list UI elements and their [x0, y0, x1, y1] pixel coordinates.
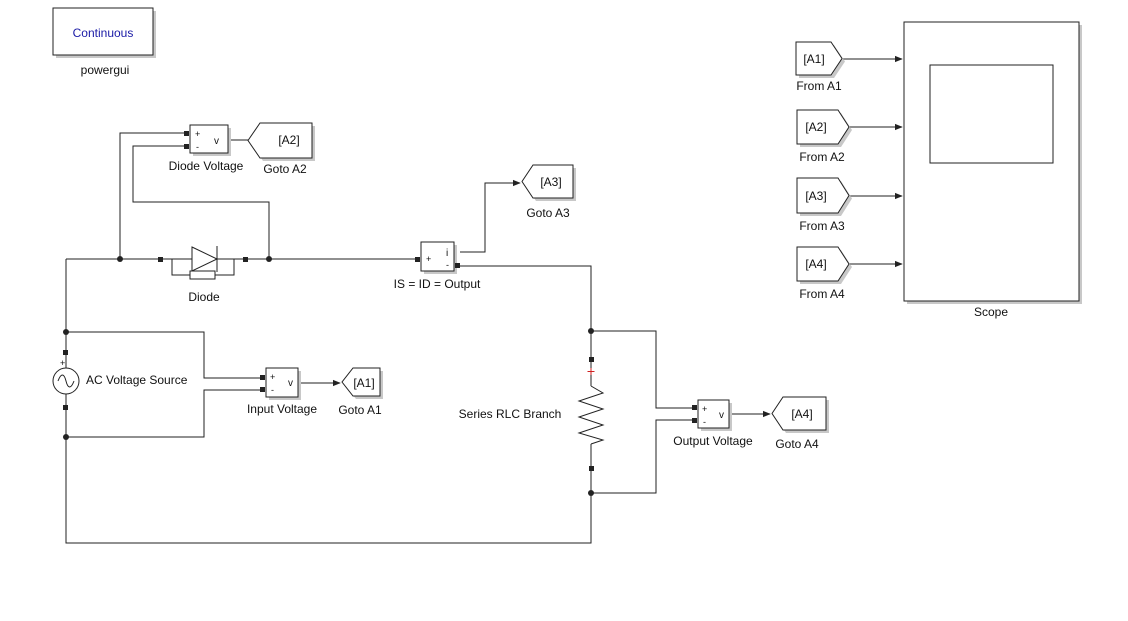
scope-screen-icon: [929, 64, 1054, 164]
rlc-polarity-marker-icon: [587, 368, 595, 375]
signal-current[interactable]: [460, 179, 521, 253]
from-a3-block[interactable]: [A3] From A3: [796, 177, 852, 233]
diode-port-anode[interactable]: [158, 257, 163, 262]
svg-text:[A2]: [A2]: [805, 120, 826, 134]
wire-input-voltage-plus[interactable]: [66, 331, 262, 379]
current-measurement-label: IS = ID = Output: [394, 277, 481, 291]
wire-output-voltage-minus[interactable]: [591, 419, 694, 494]
diode-voltage-port-plus[interactable]: [184, 131, 189, 136]
powergui-name-label: powergui: [81, 63, 130, 77]
svg-text:+: +: [702, 404, 707, 414]
resistor-zigzag-icon: [577, 385, 605, 445]
wire-diode-voltage-plus[interactable]: [119, 132, 185, 259]
svg-text:[A2]: [A2]: [278, 133, 299, 147]
svg-text:v: v: [288, 378, 293, 389]
ac-source-label: AC Voltage Source: [86, 373, 188, 387]
svg-text:+: +: [60, 358, 65, 368]
ac-voltage-source-block[interactable]: + AC Voltage Source: [52, 350, 188, 410]
scope-label: Scope: [974, 305, 1008, 319]
source-port-plus[interactable]: [63, 350, 68, 355]
goto-a4-block[interactable]: [A4] Goto A4: [771, 396, 829, 451]
svg-text:+: +: [426, 254, 431, 264]
wire-left-rail[interactable]: [65, 259, 592, 544]
goto-a3-block[interactable]: [A3] Goto A3: [521, 164, 576, 220]
svg-text:+: +: [195, 129, 200, 139]
diode-triangle-icon: [191, 246, 219, 272]
junction-dot: [63, 434, 69, 440]
goto-a1-block[interactable]: [A1] Goto A1: [338, 367, 383, 417]
from-a4-block[interactable]: [A4] From A4: [796, 246, 852, 301]
svg-text:v: v: [214, 136, 219, 147]
svg-text:[A4]: [A4]: [805, 257, 826, 271]
svg-text:-: -: [703, 417, 706, 427]
goto-a1-label: Goto A1: [338, 403, 382, 417]
wire-meter-to-rlc[interactable]: [460, 265, 592, 357]
svg-text:-: -: [271, 385, 274, 395]
wire-output-voltage-plus[interactable]: [591, 330, 694, 409]
scope-block[interactable]: Scope: [903, 21, 1082, 319]
diode-label: Diode: [188, 290, 220, 304]
goto-a2-label: Goto A2: [263, 162, 307, 176]
svg-text:[A1]: [A1]: [803, 52, 824, 66]
current-port-minus[interactable]: [455, 263, 460, 268]
svg-text:[A4]: [A4]: [791, 407, 812, 421]
input-voltage-port-minus[interactable]: [260, 387, 265, 392]
from-a1-label: From A1: [796, 79, 842, 93]
junction-dot: [266, 256, 272, 262]
from-a2-block[interactable]: [A2] From A2: [796, 109, 852, 164]
rlc-port-top[interactable]: [589, 357, 594, 362]
diode-voltage-port-minus[interactable]: [184, 144, 189, 149]
junction-dot: [588, 490, 594, 496]
junction-dot: [588, 328, 594, 334]
output-voltage-port-plus[interactable]: [692, 405, 697, 410]
rlc-label: Series RLC Branch: [459, 407, 562, 421]
svg-text:+: +: [270, 372, 275, 382]
wires: [63, 55, 903, 544]
goto-a3-label: Goto A3: [526, 206, 570, 220]
svg-text:i: i: [446, 248, 448, 259]
diode-snubber-resistor-icon: [189, 270, 216, 280]
from-a4-label: From A4: [799, 287, 845, 301]
sine-wave-icon: [57, 374, 75, 388]
series-rlc-branch-block[interactable]: Series RLC Branch: [459, 357, 605, 471]
diode-block[interactable]: Diode: [158, 246, 248, 304]
diode-voltage-measurement-block[interactable]: + - v Diode Voltage: [169, 124, 244, 173]
output-voltage-label: Output Voltage: [673, 434, 753, 448]
wire-diode-voltage-minus[interactable]: [132, 145, 270, 259]
junction-dot: [117, 256, 123, 262]
rlc-port-bottom[interactable]: [589, 466, 594, 471]
current-port-plus[interactable]: [415, 257, 420, 262]
from-a3-label: From A3: [799, 219, 845, 233]
goto-a2-block[interactable]: [A2] Goto A2: [247, 122, 315, 176]
output-voltage-port-minus[interactable]: [692, 418, 697, 423]
junction-dot: [63, 329, 69, 335]
current-measurement-block[interactable]: + - i IS = ID = Output: [394, 241, 481, 291]
goto-a4-label: Goto A4: [775, 437, 819, 451]
input-voltage-port-plus[interactable]: [260, 375, 265, 380]
svg-text:v: v: [719, 410, 724, 421]
source-port-minus[interactable]: [63, 405, 68, 410]
input-voltage-measurement-block[interactable]: + - v Input Voltage: [247, 367, 317, 416]
input-voltage-label: Input Voltage: [247, 402, 317, 416]
from-a2-label: From A2: [799, 150, 845, 164]
powergui-mode-label: Continuous: [73, 26, 134, 40]
svg-text:-: -: [446, 260, 449, 270]
diode-port-cathode[interactable]: [243, 257, 248, 262]
from-a1-block[interactable]: [A1] From A1: [795, 41, 845, 93]
svg-text:[A3]: [A3]: [805, 189, 826, 203]
svg-text:-: -: [196, 142, 199, 152]
output-voltage-measurement-block[interactable]: + - v Output Voltage: [673, 399, 753, 448]
svg-text:[A3]: [A3]: [540, 175, 561, 189]
wire-input-voltage-minus[interactable]: [66, 389, 262, 438]
svg-text:[A1]: [A1]: [353, 376, 374, 390]
diode-voltage-label: Diode Voltage: [169, 159, 244, 173]
powergui-block[interactable]: Continuous powergui: [52, 7, 156, 77]
